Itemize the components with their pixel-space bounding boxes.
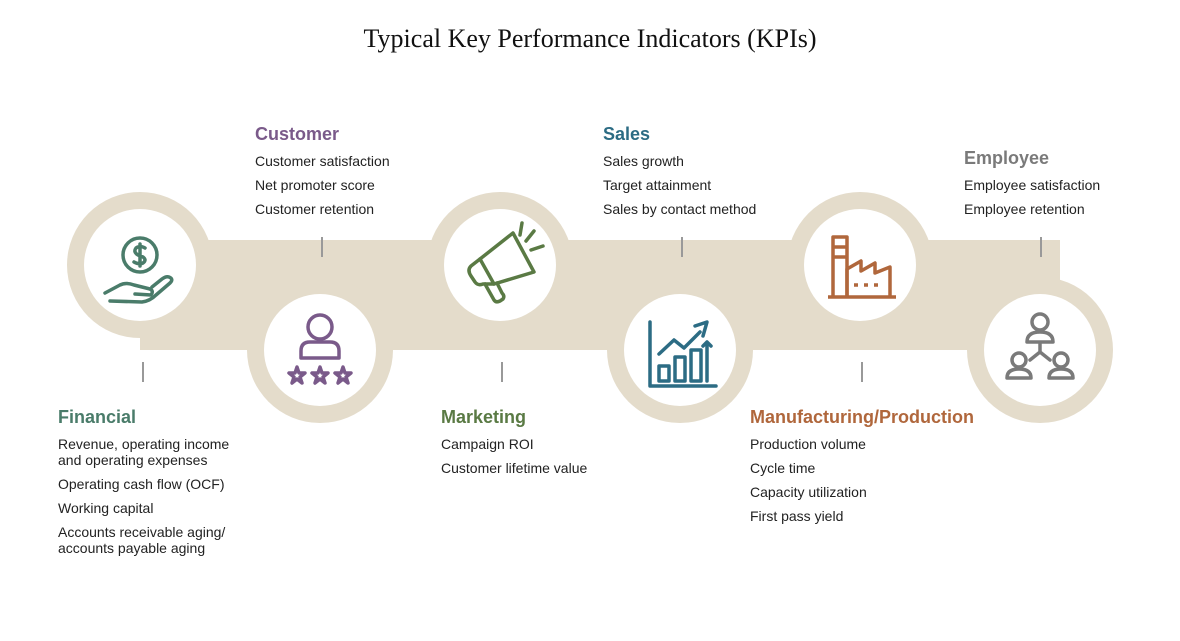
section-heading: Marketing [441,407,527,427]
team-hierarchy-icon [1005,312,1075,380]
kpi-item: Sales by contact method [603,201,757,217]
kpi-item: Capacity utilization [750,484,867,500]
section-heading: Sales [603,124,651,144]
factory-icon [828,235,896,299]
kpi-item: Customer lifetime value [441,460,588,476]
kpi-item: Campaign ROI [441,436,534,452]
connector-employee [1040,237,1042,257]
kpi-item: Target attainment [603,177,712,193]
section-heading: Financial [58,407,137,427]
section-heading: Customer [255,124,340,144]
connector-financial [142,362,144,382]
kpi-item: Operating cash flow (OCF) [58,476,225,492]
kpi-item: Employee retention [964,201,1085,217]
section-employee: Employee Employee satisfaction Employee … [964,148,1100,225]
connector-manufacturing [861,362,863,382]
section-financial: Financial Revenue, operating income and … [58,407,229,564]
section-customer: Customer Customer satisfaction Net promo… [255,124,390,225]
kpi-item: Customer satisfaction [255,153,390,169]
kpi-item: Net promoter score [255,177,375,193]
connector-customer [321,237,323,257]
kpi-item: Working capital [58,500,154,516]
connector-sales [681,237,683,257]
customer-rating-icon [287,313,353,385]
kpi-item: Production volume [750,436,866,452]
kpi-item: Employee satisfaction [964,177,1101,193]
section-sales: Sales Sales growth Target attainment Sal… [603,124,756,225]
kpi-item: Sales growth [603,153,684,169]
kpi-item: First pass yield [750,508,844,524]
kpi-item: Cycle time [750,460,816,476]
kpi-item: Accounts receivable aging/ accounts paya… [58,524,226,556]
connector-marketing [501,362,503,382]
growth-chart-icon [648,320,718,388]
page-title: Typical Key Performance Indicators (KPIs… [363,24,817,53]
section-heading: Manufacturing/Production [750,407,974,427]
section-marketing: Marketing Campaign ROI Customer lifetime… [441,407,587,484]
section-heading: Employee [964,148,1050,168]
kpi-item: Revenue, operating income and operating … [58,436,230,468]
kpi-item: Customer retention [255,201,375,217]
section-manufacturing: Manufacturing/Production Production volu… [750,407,974,532]
megaphone-icon [467,221,545,304]
money-hand-icon [103,236,174,304]
